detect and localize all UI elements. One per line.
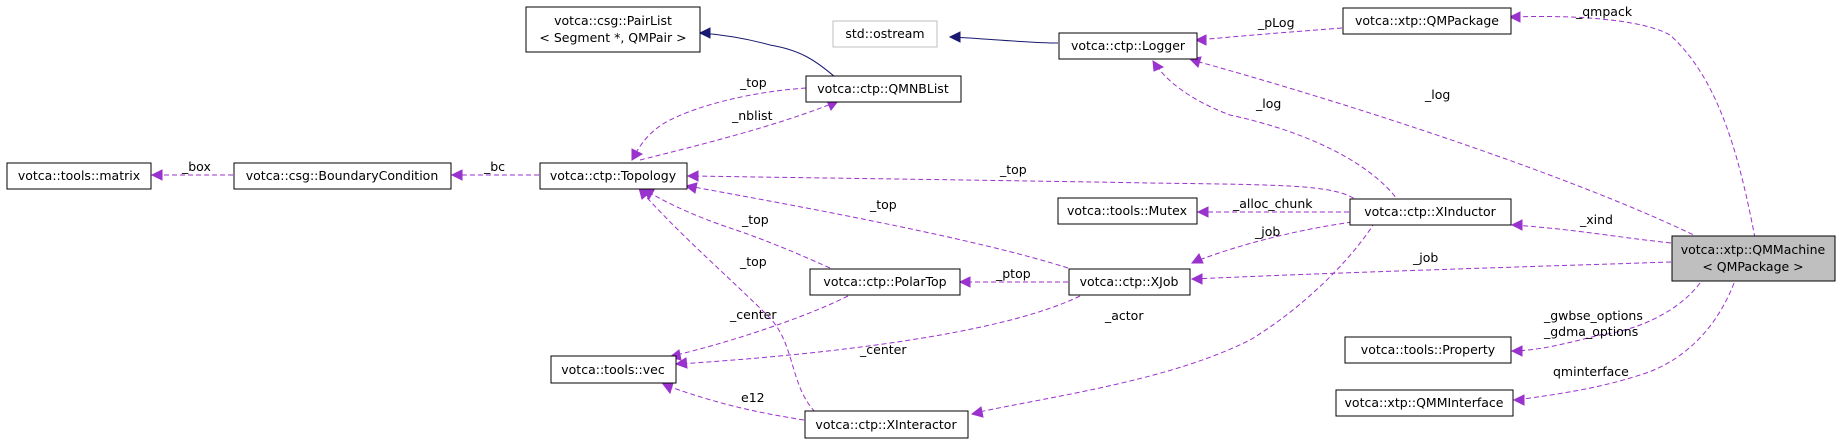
node-qmpackage[interactable]: votca::xtp::QMPackage: [1342, 7, 1512, 35]
edge-top-polartop: _top: [642, 188, 831, 269]
edge-label-log-machine: _log: [1424, 87, 1450, 102]
edge-label-center-polartop: _center: [729, 307, 777, 322]
edge-label-qmpack: _qmpack: [1575, 4, 1633, 19]
svg-text:votca::ctp::Logger: votca::ctp::Logger: [1071, 38, 1186, 53]
edge-label-bc: _bc: [483, 159, 505, 174]
edge-log-inductor: _log: [1152, 60, 1401, 204]
svg-text:votca::csg::PairList: votca::csg::PairList: [554, 13, 672, 28]
edge-plog: _pLog: [1194, 15, 1343, 46]
svg-text:votca::xtp::QMMInterface: votca::xtp::QMMInterface: [1345, 395, 1504, 410]
edge-label-top-nblist: _top: [739, 75, 767, 90]
edge-label-actor: _actor: [1104, 308, 1144, 323]
svg-text:votca::tools::vec: votca::tools::vec: [561, 362, 665, 377]
edge-ptop: _ptop: [958, 266, 1069, 288]
edge-label-nblist: _nblist: [731, 108, 773, 123]
edge-qmpack: _qmpack: [1508, 4, 1756, 239]
edge-e12: e12: [662, 382, 805, 421]
svg-text:votca::xtp::QMPackage: votca::xtp::QMPackage: [1355, 13, 1499, 28]
node-mutex[interactable]: votca::tools::Mutex: [1057, 197, 1198, 225]
edge-label-e12: e12: [741, 390, 765, 405]
edge-label-center-xjob: _center: [859, 342, 907, 357]
edge-label-gdma: _gdma_options: [1543, 324, 1638, 339]
svg-text:votca::ctp::Topology: votca::ctp::Topology: [550, 168, 677, 183]
edge-center-polartop: _center: [668, 295, 849, 361]
edge-top-inductor: _top: [686, 162, 1361, 204]
svg-text:< Segment *, QMPair >: < Segment *, QMPair >: [539, 30, 686, 45]
svg-text:votca::xtp::QMMachine: votca::xtp::QMMachine: [1681, 242, 1826, 257]
svg-text:votca::tools::matrix: votca::tools::matrix: [18, 168, 140, 183]
edge-label-job-inductor: _job: [1254, 224, 1280, 239]
edge-inherit-ostream: [948, 31, 1059, 44]
node-qmmachine[interactable]: votca::xtp::QMMachine < QMPackage >: [1671, 235, 1836, 282]
edge-top-xjob: _top: [684, 182, 1069, 269]
node-property[interactable]: votca::tools::Property: [1344, 336, 1512, 364]
edge-label-ptop: _ptop: [995, 266, 1031, 281]
node-xjob[interactable]: votca::ctp::XJob: [1068, 268, 1191, 296]
edge-label-top-inductor: _top: [999, 162, 1027, 177]
edge-label-qminterface: qminterface: [1553, 364, 1629, 379]
edge-options: _gwbse_options _gdma_options: [1510, 282, 1701, 357]
edge-label-alloc-chunk: _alloc_chunk: [1232, 196, 1313, 211]
edge-label-top-xjob: _top: [869, 197, 897, 212]
node-topology[interactable]: votca::ctp::Topology: [539, 162, 688, 190]
edge-top-nblist: _top: [631, 75, 807, 161]
edge-label-log-inductor: _log: [1255, 96, 1281, 111]
edge-job-machine: _job: [1190, 250, 1672, 285]
svg-text:votca::tools::Property: votca::tools::Property: [1361, 342, 1496, 357]
edge-label-plog: _pLog: [1257, 15, 1295, 30]
edge-label-xind: _xind: [1579, 212, 1613, 227]
node-polartop[interactable]: votca::ctp::PolarTop: [809, 268, 961, 296]
edge-xind: _xind: [1510, 212, 1672, 244]
edge-inherit-pairlist: [698, 27, 836, 78]
svg-text:votca::ctp::PolarTop: votca::ctp::PolarTop: [823, 274, 946, 289]
node-qmnblist[interactable]: votca::ctp::QMNBList: [805, 75, 962, 103]
node-boundary[interactable]: votca::csg::BoundaryCondition: [233, 162, 452, 190]
edge-job-inductor: _job: [1190, 220, 1361, 264]
edge-label-job-machine: _job: [1412, 250, 1438, 265]
edge-box: _box: [150, 159, 233, 181]
edge-label-top-interactor: _top: [739, 254, 767, 269]
svg-text:votca::tools::Mutex: votca::tools::Mutex: [1067, 203, 1187, 218]
svg-text:std::ostream: std::ostream: [845, 26, 924, 41]
edge-nblist: _nblist: [639, 100, 840, 161]
edge-label-top-polartop: _top: [741, 212, 769, 227]
node-matrix[interactable]: votca::tools::matrix: [6, 162, 152, 190]
edge-alloc-chunk: _alloc_chunk: [1196, 196, 1349, 218]
node-vec[interactable]: votca::tools::vec: [550, 355, 677, 384]
svg-text:votca::ctp::XInductor: votca::ctp::XInductor: [1364, 204, 1496, 219]
node-ostream[interactable]: std::ostream: [832, 20, 938, 48]
svg-text:votca::ctp::XJob: votca::ctp::XJob: [1080, 274, 1179, 289]
svg-text:votca::ctp::QMNBList: votca::ctp::QMNBList: [817, 81, 949, 96]
node-qmminterface[interactable]: votca::xtp::QMMInterface: [1335, 389, 1514, 417]
node-xinteractor[interactable]: votca::ctp::XInteractor: [804, 410, 969, 439]
edge-actor: _actor: [970, 221, 1376, 418]
edge-label-gwbse: _gwbse_options: [1543, 308, 1643, 323]
svg-text:votca::ctp::XInteractor: votca::ctp::XInteractor: [815, 417, 957, 432]
edge-qminterface: qminterface: [1512, 282, 1735, 406]
edge-center-xjob: _center: [674, 295, 1081, 369]
edge-bc: _bc: [450, 159, 539, 181]
svg-text:< QMPackage >: < QMPackage >: [1702, 259, 1803, 274]
node-xinductor[interactable]: votca::ctp::XInductor: [1349, 198, 1512, 226]
edge-label-box: _box: [181, 159, 211, 174]
node-logger[interactable]: votca::ctp::Logger: [1058, 32, 1198, 60]
svg-text:votca::csg::BoundaryCondition: votca::csg::BoundaryCondition: [246, 168, 439, 183]
edge-top-interactor: _top: [638, 187, 816, 413]
node-pairlist[interactable]: votca::csg::PairList < Segment *, QMPair…: [525, 6, 701, 53]
